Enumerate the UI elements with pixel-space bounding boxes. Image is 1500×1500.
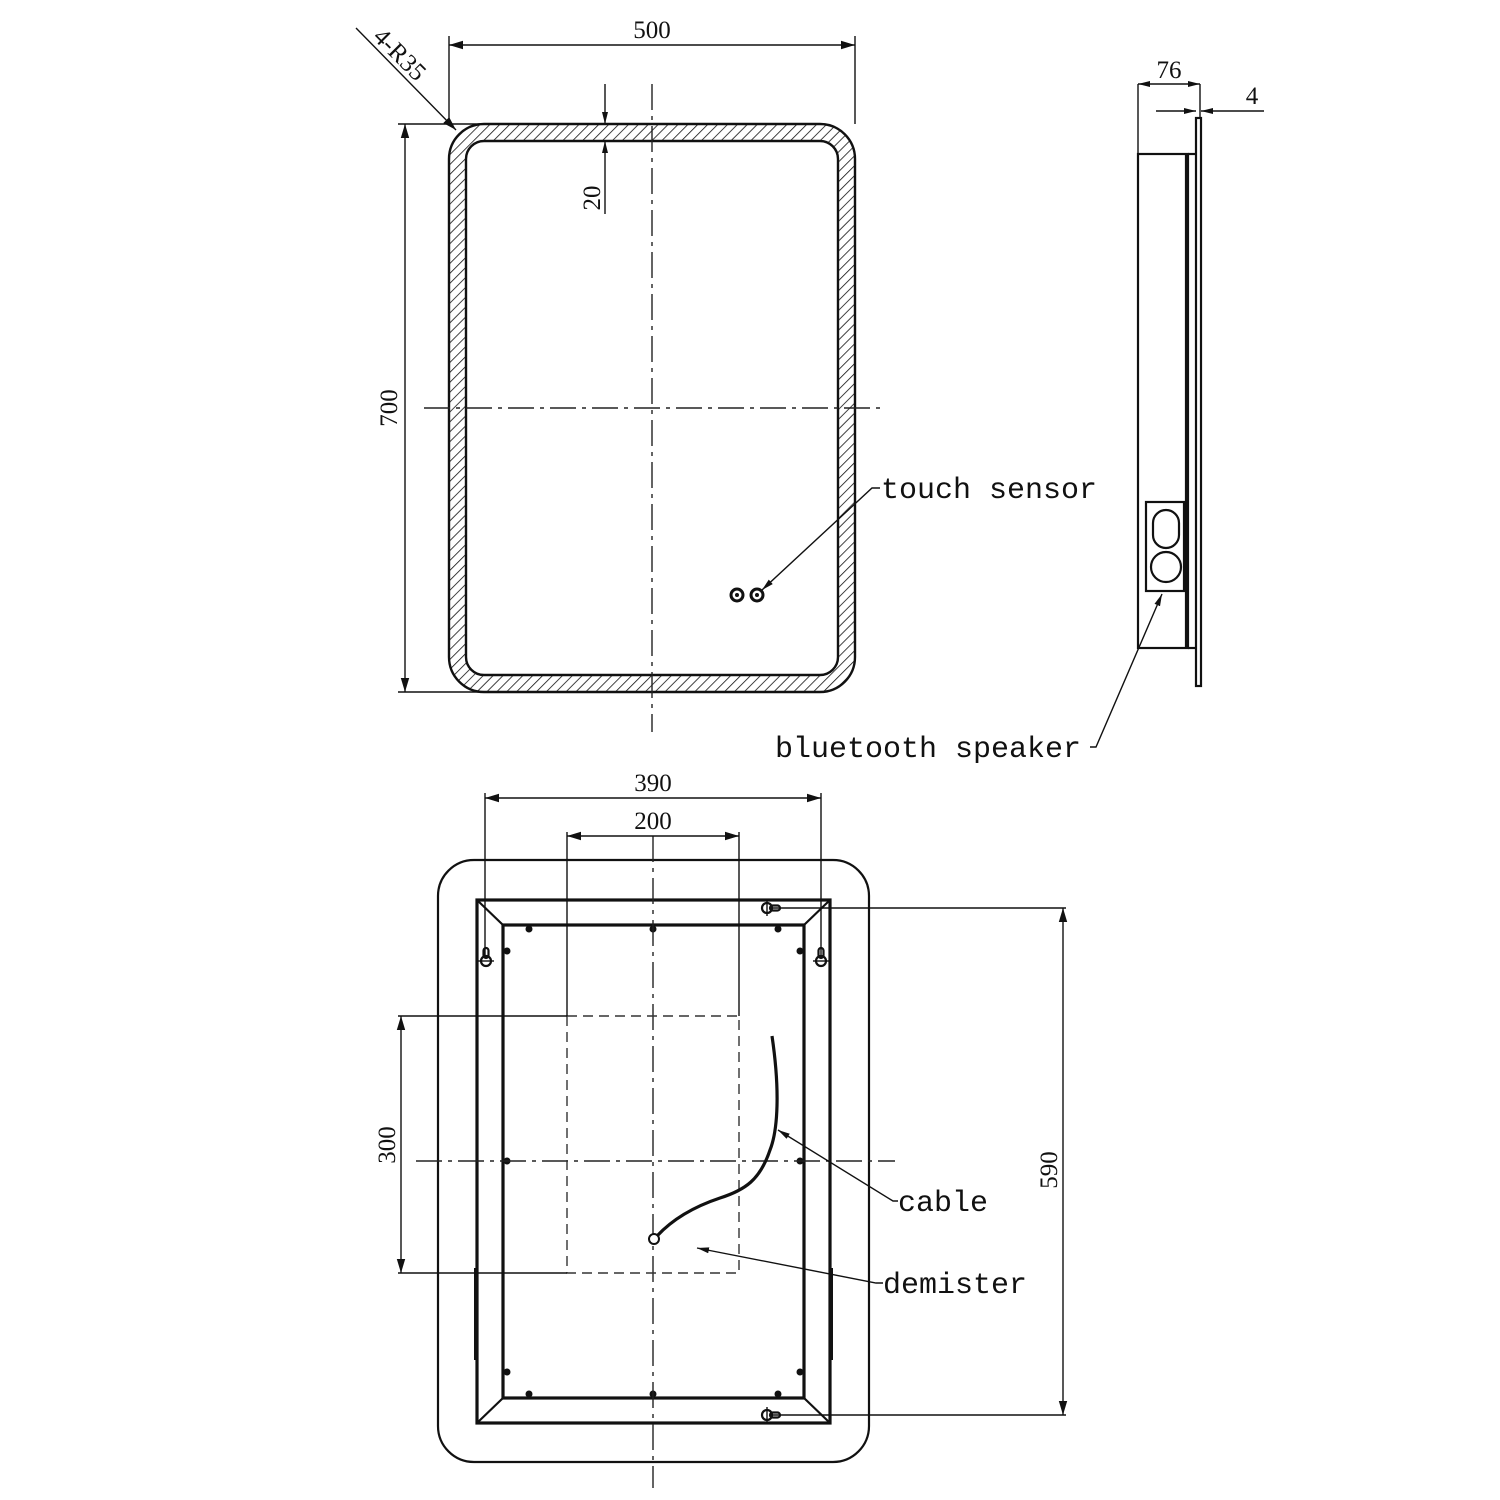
- speaker-circle-icon: [1149, 550, 1183, 584]
- cable-leader: [777, 1129, 898, 1202]
- keyhole-hanger-icon: [478, 946, 494, 968]
- depth-dimension-label: 76: [1157, 57, 1182, 84]
- cable-connector-icon: [648, 1233, 660, 1245]
- touch-sensor-label: touch sensor: [881, 474, 1097, 508]
- corner-radius-leader: [355, 27, 457, 131]
- back-view: 390 200 300 590 cable demister: [374, 770, 1068, 1488]
- corner-radius-label: 4-R35: [368, 23, 431, 86]
- hanger-vertical-label: 590: [1036, 1151, 1063, 1189]
- mirror-frame: [447, 122, 857, 694]
- demister-leader: [696, 1247, 883, 1284]
- demister-height-label: 300: [374, 1126, 401, 1164]
- bluetooth-speaker-label: bluetooth speaker: [775, 733, 1081, 767]
- height-dimension-label: 700: [376, 389, 403, 427]
- bluetooth-speaker-leader: [1090, 593, 1163, 748]
- glass-thickness-label: 4: [1246, 83, 1259, 110]
- touch-sensor-buttons: [729, 587, 765, 603]
- demister-pad: [566, 1015, 740, 1274]
- demister-width-label: 200: [634, 808, 672, 835]
- hanger-spacing-label: 390: [634, 770, 672, 797]
- cabinet-body: [1136, 152, 1190, 650]
- front-view: 500 700 4-R35 20 touch sensor: [355, 17, 1097, 732]
- width-dimension-label: 500: [633, 17, 671, 44]
- side-view: 76 4 bluetooth speaker: [775, 57, 1264, 767]
- frame-width-label: 20: [579, 186, 606, 211]
- glass-panel: [1194, 116, 1203, 688]
- speaker-oval-icon: [1151, 508, 1181, 550]
- demister-label: demister: [883, 1269, 1027, 1303]
- cable-label: cable: [898, 1187, 988, 1221]
- cable: [655, 1035, 779, 1238]
- speaker-box: [1144, 500, 1186, 593]
- touch-sensor-leader: [761, 487, 880, 591]
